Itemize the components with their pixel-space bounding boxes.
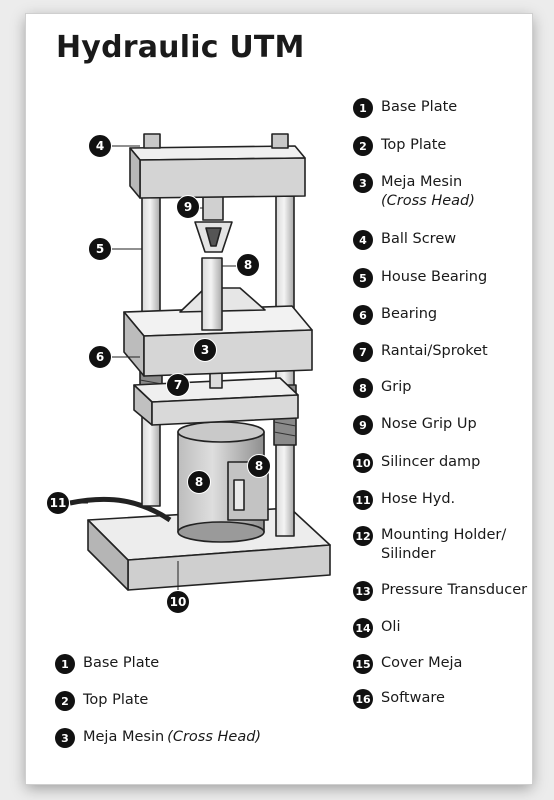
legend-sublabel: Silinder	[381, 546, 436, 562]
legend-label: Nose Grip Up	[381, 416, 477, 432]
callout-9: 9	[176, 195, 200, 219]
hose	[69, 496, 172, 523]
legend-label: Mounting Holder/	[381, 527, 507, 543]
legend-label: Pressure Transducer	[381, 582, 528, 598]
motor-bottom	[177, 521, 265, 543]
legend-label: Silincer damp	[381, 454, 481, 470]
legend-label: Grip	[381, 379, 412, 395]
base-plate-side	[87, 519, 129, 591]
page-title: Hydraulic UTM	[56, 30, 305, 65]
legend-label: Ball Screw	[381, 231, 457, 247]
callout-6: 6	[88, 345, 112, 369]
top-nut-left	[143, 133, 161, 149]
legend-label: Meja Mesin	[83, 729, 165, 745]
top-nut-right	[271, 133, 289, 149]
lower-plate-face	[151, 394, 299, 426]
legend-sublabel: (Cross Head)	[381, 193, 475, 209]
motor-slot	[233, 479, 245, 511]
top-plate-front	[139, 157, 306, 199]
crosshead-front	[143, 329, 313, 377]
piston	[201, 257, 223, 331]
legend-sublabel: (Cross Head)	[167, 729, 262, 745]
legend-label: Top Plate	[381, 137, 447, 153]
legend-label: Meja Mesin	[381, 174, 463, 190]
callout-3: 3	[193, 338, 217, 362]
callout-8-motor: 8	[187, 470, 211, 494]
legend-label: Base Plate	[83, 655, 160, 671]
legend-label: Bearing	[381, 306, 438, 322]
legend-label: Software	[381, 690, 445, 706]
grip-slot	[205, 227, 222, 247]
callout-11: 11	[46, 491, 70, 515]
legend-label: Top Plate	[83, 692, 149, 708]
callout-7: 7	[166, 373, 190, 397]
legend-label: Base Plate	[381, 99, 458, 115]
callout-10: 10	[166, 590, 190, 614]
callout-8-grip: 8	[236, 253, 260, 277]
callout-5: 5	[88, 237, 112, 261]
motor-top	[177, 421, 265, 443]
legend-label: Rantai/Sproket	[381, 343, 488, 359]
legend-label: Cover Meja	[381, 655, 463, 671]
legend-label: Oli	[381, 619, 401, 635]
legend-label: House Bearing	[381, 269, 488, 285]
callout-4: 4	[88, 134, 112, 158]
legend-label: Hose Hyd.	[381, 491, 456, 507]
callout-8-side: 8	[247, 454, 271, 478]
top-plate-side	[129, 147, 141, 199]
